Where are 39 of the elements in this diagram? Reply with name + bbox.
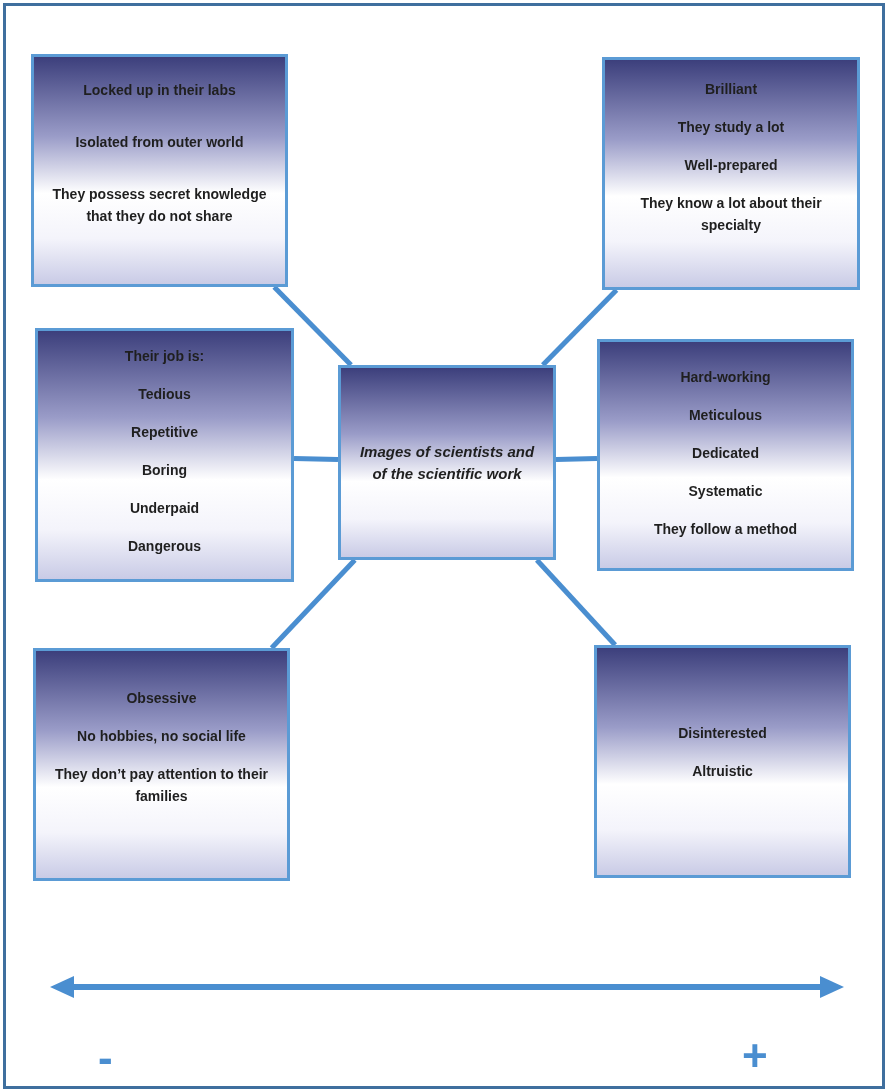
text-box: [338, 365, 556, 560]
scale-sign: -: [98, 1036, 113, 1080]
trait-text: Their job is:: [124, 347, 205, 366]
trait-text: They know a lot about their specialty: [639, 194, 823, 235]
connector-line: [272, 285, 353, 367]
connector-line: [541, 288, 619, 367]
trait-text: Dangerous: [127, 537, 202, 556]
trait-text: Brilliant: [704, 80, 758, 99]
connector-line: [555, 455, 598, 463]
text-box: [594, 645, 851, 878]
scale-sign: +: [742, 1034, 768, 1078]
trait-text: Meticulous: [688, 406, 763, 425]
text-box: [597, 339, 854, 571]
trait-text: Locked up in their labs: [83, 81, 236, 100]
text-box: [35, 328, 294, 582]
connector-line: [269, 558, 357, 650]
connector-line: [293, 455, 339, 463]
trait-text: Hard-working: [680, 368, 771, 387]
trait-text: Well-prepared: [684, 156, 778, 175]
trait-text: Repetitive: [131, 423, 198, 442]
trait-text: Dedicated: [692, 444, 759, 463]
trait-text: Isolated from outer world: [75, 133, 244, 152]
trait-text: They don’t pay attention to their families: [53, 765, 270, 806]
trait-text: Boring: [141, 461, 188, 480]
text-box: [33, 648, 290, 881]
trait-text: Obsessive: [126, 689, 197, 708]
trait-text: Systematic: [688, 482, 763, 501]
trait-text: They possess secret knowledge that they do not share: [51, 185, 268, 226]
trait-text: Disinterested: [678, 724, 767, 743]
text-box: [602, 57, 860, 290]
central-topic: Images of scientists and of the scientific work: [358, 441, 536, 484]
text-box: [31, 54, 288, 287]
trait-text: Tedious: [138, 385, 191, 404]
trait-text: They follow a method: [653, 520, 798, 539]
trait-text: Underpaid: [129, 499, 200, 518]
trait-text: Altruistic: [692, 762, 753, 781]
connector-line: [535, 558, 617, 647]
trait-text: No hobbies, no social life: [77, 727, 246, 746]
trait-text: They study a lot: [677, 118, 785, 137]
